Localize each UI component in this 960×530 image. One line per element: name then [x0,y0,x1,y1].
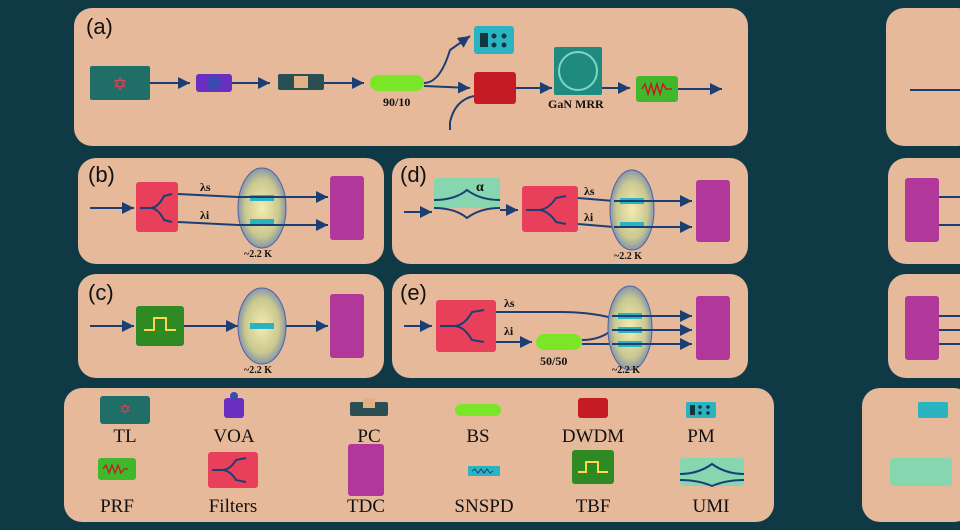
lambda-s-d: λs [584,184,595,198]
legend-pc-icon [350,402,388,416]
legend-tl-label: TL [113,426,137,447]
temp-c: ~2.2 K [244,365,272,376]
tl-source [90,66,150,100]
panel-d-label: (d) [400,162,427,187]
lambda-s-b: λs [200,180,211,194]
legend-bs-label: BS [466,426,490,447]
bs-ratio-e: 50/50 [540,354,568,368]
right-partials [890,89,960,486]
tdc-box-c [330,294,364,358]
legend-dwdm-label: DWDM [561,426,625,447]
filters-box-e [436,300,496,352]
cryostat-d [609,169,655,251]
legend-tdc-label: TDC [347,496,385,517]
legend-tl-icon [100,396,150,424]
panel-b-label: (b) [88,162,115,187]
legend-prf-label: PRF [100,496,134,517]
svg-text:✡: ✡ [119,403,131,418]
gan-mrr [554,47,602,95]
legend-icons: ✡ [98,392,745,496]
legend-umi-icon [680,458,744,486]
umi-box-d [434,178,500,208]
panel-b-diagram [90,167,364,249]
legend-umi-label: UMI [692,496,730,517]
cryostat-b [237,167,287,249]
legend-filters-icon [208,452,258,488]
legend-pm-label: PM [687,426,715,447]
bs-90-10 [370,75,424,91]
alpha-d: α [476,180,484,195]
tdc-box-e [696,296,730,360]
panel-e-label: (e) [400,280,427,305]
star-icon: ✡ [112,74,127,94]
legend-pc-label: PC [357,426,381,447]
legend-tbf-icon [572,450,614,484]
legend-dwdm-icon [578,398,608,418]
panel-e-diagram [404,285,730,371]
bs-50-50 [536,334,582,350]
lambda-i-d: λi [584,210,594,224]
legend-voa-icon [224,398,244,418]
filters-box-d [522,186,578,232]
panel-right-a [886,8,960,146]
lambda-i-b: λi [200,208,210,222]
panel-a-label: (a) [86,14,113,39]
legend-tbf-label: TBF [575,496,611,517]
lambda-s-e: λs [504,296,515,310]
temp-b: ~2.2 K [244,249,272,260]
temp-e: ~2.2 K [612,365,640,376]
dwdm-box [474,72,516,104]
mrr-label: GaN MRR [548,97,604,111]
prf-box [636,76,678,102]
panel-d-diagram [404,169,730,251]
tdc-box-d [696,180,730,242]
tdc-box-b [330,176,364,240]
legend-snspd-label: SNSPD [454,496,514,517]
legend-filters-label: Filters [208,496,258,517]
panel-c-label: (c) [88,280,114,305]
legend-snspd-icon [468,466,500,476]
legend-voa-label: VOA [213,426,255,447]
temp-d: ~2.2 K [614,251,642,262]
legend-bs-icon [455,404,501,416]
lambda-i-e: λi [504,324,514,338]
panel-a-diagram: ✡ [90,26,722,130]
tbf-box-c [136,306,184,346]
bs-ratio-a: 90/10 [383,95,411,109]
panel-c-diagram [90,287,364,365]
legend-tdc-icon [348,444,384,496]
panel-legend [64,388,774,522]
